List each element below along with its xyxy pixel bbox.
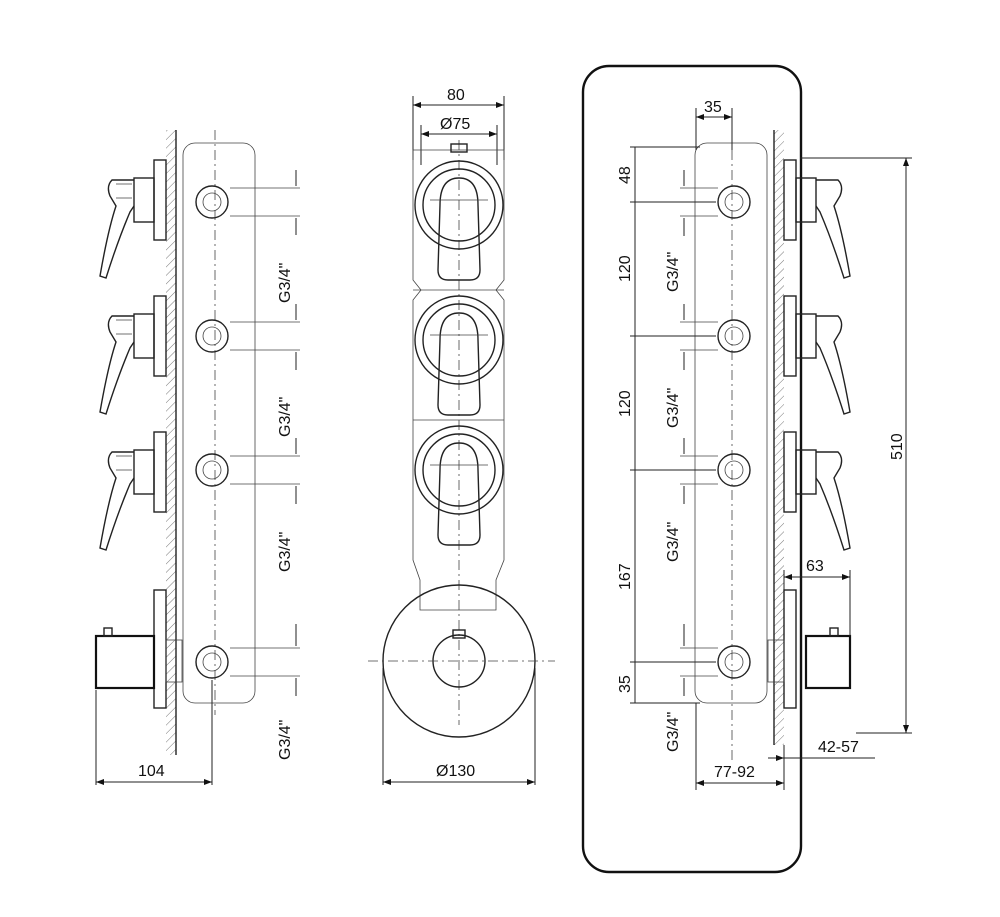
right-outlet-4 [717, 645, 751, 679]
thermostat-rosette [368, 584, 555, 738]
outlet-1 [195, 185, 229, 219]
right-lever-handle-3 [783, 431, 851, 551]
highlight-frame [581, 64, 803, 874]
right-thread-label-1: G3/4" [665, 252, 682, 292]
vertical-label-48: 48 [617, 166, 634, 184]
outlet-3 [195, 453, 229, 487]
right-outlet-2 [717, 319, 751, 353]
vertical-label-120-b: 120 [617, 390, 634, 417]
wall-hatch [166, 130, 176, 755]
right-thermostatic-knob [767, 589, 852, 709]
top-offset-label: 35 [704, 99, 722, 116]
width-80-label: 80 [447, 87, 465, 104]
thread-label-1: G3/4" [277, 263, 294, 303]
thread-label-4: G3/4" [277, 720, 294, 760]
right-thread-label-3: G3/4" [665, 522, 682, 562]
right-thread-label-4: G3/4" [665, 712, 682, 752]
outlet-2 [195, 319, 229, 353]
width-label: 104 [138, 763, 165, 780]
right-outlet-3 [717, 453, 751, 487]
thermostatic-knob [94, 589, 183, 709]
right-lever-handle-1 [783, 159, 851, 279]
vertical-label-35: 35 [617, 675, 634, 693]
wall-range-label: 42-57 [818, 739, 859, 756]
outlet-4 [195, 645, 229, 679]
valve-body [182, 142, 256, 704]
cap-diameter-label: Ø75 [440, 116, 470, 133]
lever-handle-3 [99, 431, 167, 551]
right-side-view: 35 48 120 120 167 35 G3/4" G3/4" G3/4" [581, 64, 912, 874]
left-side-view: 104 G3/4" G3/4" G3/4" G3/4" [94, 130, 300, 785]
vertical-label-167: 167 [617, 563, 634, 590]
vertical-label-120-a: 120 [617, 255, 634, 282]
lever-handle-1 [99, 159, 167, 279]
lever-handle-2 [99, 295, 167, 415]
front-valve-1 [414, 143, 504, 281]
front-valve-3 [414, 425, 504, 546]
right-thread-label-2: G3/4" [665, 388, 682, 428]
depth-range-label: 77-92 [714, 764, 755, 781]
front-plate [412, 149, 505, 611]
right-outlet-1 [717, 185, 751, 219]
front-valve-2 [414, 295, 504, 416]
right-valve-body [694, 142, 768, 704]
projection-label: 63 [806, 558, 824, 575]
right-lever-handle-2 [783, 295, 851, 415]
thread-label-2: G3/4" [277, 397, 294, 437]
height-label: 510 [889, 433, 906, 460]
front-view: 80 Ø75 [368, 87, 555, 785]
right-wall-hatch [774, 130, 784, 745]
thread-label-3: G3/4" [277, 532, 294, 572]
rosette-diameter-label: Ø130 [436, 763, 475, 780]
